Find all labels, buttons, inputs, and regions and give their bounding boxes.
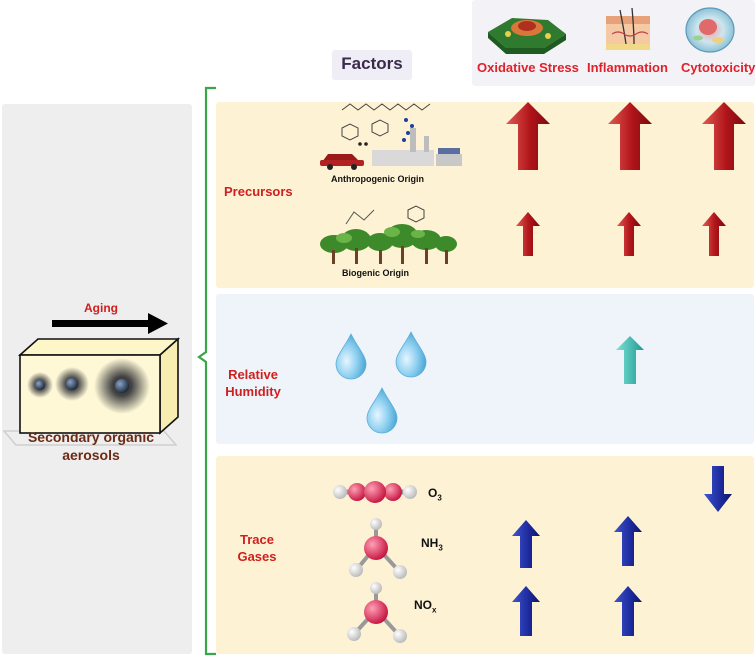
aerosol-box-icon bbox=[2, 337, 181, 446]
blue-down-arrow-icon bbox=[704, 466, 732, 512]
ammonia-molecule-icon bbox=[349, 518, 407, 579]
ammonia-formula: NH bbox=[421, 536, 439, 550]
aging-arrow-icon bbox=[52, 313, 168, 334]
nitrogen-oxide-formula: NO bbox=[414, 598, 432, 612]
skin-tissue-icon bbox=[606, 7, 650, 50]
ozone-subscript: 3 bbox=[437, 493, 442, 503]
blue-up-arrow-icon bbox=[512, 586, 540, 636]
blue-up-arrow-icon bbox=[614, 586, 642, 636]
aerosol-box-label: Secondary organic aerosols bbox=[27, 429, 155, 463]
ammonia-label: NH3 bbox=[421, 536, 443, 552]
cell-cross-section-icon bbox=[685, 7, 735, 53]
effect-label-inflammation: Inflammation bbox=[587, 60, 668, 75]
humidity-panel bbox=[216, 294, 754, 444]
blue-up-arrow-icon bbox=[512, 520, 540, 568]
precursors-panel bbox=[216, 102, 754, 288]
anthropogenic-scene-icon bbox=[320, 103, 462, 170]
aging-label: Aging bbox=[84, 301, 118, 315]
ozone-molecule-icon bbox=[333, 481, 417, 503]
effect-label-cytotoxicity: Cytotoxicity bbox=[681, 60, 756, 75]
large-up-arrow-icon bbox=[506, 102, 550, 170]
biogenic-origin-label: Biogenic Origin bbox=[342, 268, 410, 278]
nitrogen-oxide-subscript: x bbox=[432, 605, 437, 615]
small-up-arrow-icon bbox=[516, 212, 540, 256]
ammonia-subscript: 3 bbox=[438, 543, 443, 553]
cell-icon bbox=[488, 18, 566, 54]
factors-title-panel bbox=[332, 50, 412, 80]
small-up-arrow-icon bbox=[617, 212, 641, 256]
trace-gases-panel bbox=[216, 456, 754, 654]
factors-title: Factors bbox=[341, 54, 403, 73]
blue-up-arrow-icon bbox=[614, 516, 642, 566]
teal-up-arrow-icon bbox=[616, 336, 644, 384]
relative-humidity-label: Relative Humidity bbox=[225, 367, 281, 399]
trace-gases-label: Trace Gases bbox=[237, 532, 277, 564]
ozone-formula: O bbox=[428, 486, 438, 500]
anthropogenic-origin-label: Anthropogenic Origin bbox=[331, 174, 424, 184]
large-up-arrow-icon bbox=[608, 102, 652, 170]
precursors-label: Precursors bbox=[224, 184, 293, 199]
nitrogen-oxide-label: NOx bbox=[414, 598, 436, 614]
ozone-label: O3 bbox=[428, 486, 442, 502]
small-up-arrow-icon bbox=[702, 212, 726, 256]
water-drop-icon bbox=[335, 331, 427, 434]
biogenic-scene-icon bbox=[320, 205, 457, 264]
large-up-arrow-icon bbox=[702, 102, 746, 170]
nitrogen-oxide-molecule-icon bbox=[347, 582, 407, 643]
green-bracket bbox=[197, 86, 216, 656]
effect-label-oxidative-stress: Oxidative Stress bbox=[477, 60, 579, 75]
